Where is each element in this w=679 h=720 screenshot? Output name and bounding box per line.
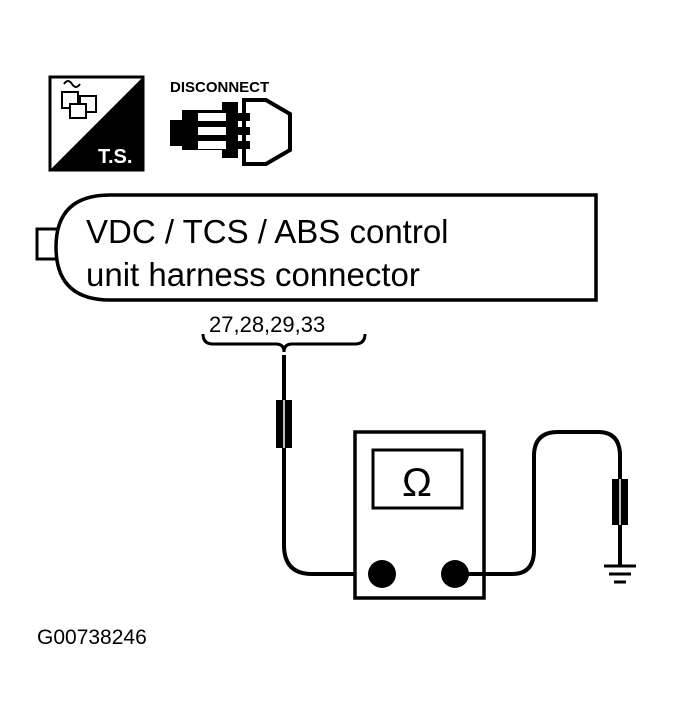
terminal-numbers: 27,28,29,33 xyxy=(209,312,325,337)
probe-lead-right xyxy=(455,430,622,576)
ground-probe-icon xyxy=(612,479,628,525)
harness-connector-shape xyxy=(35,193,598,302)
figure-id: G00738246 xyxy=(37,626,147,649)
ohmmeter-icon xyxy=(353,430,486,600)
ground-icon xyxy=(604,564,636,584)
disconnect-label: DISCONNECT xyxy=(170,79,269,96)
troubleshooting-icon: T.S. xyxy=(48,75,145,172)
terminal-brace xyxy=(201,333,367,353)
disconnect-connector-icon: DISCONNECT xyxy=(170,79,292,166)
ts-label: T.S. xyxy=(98,146,132,168)
ohm-symbol: Ω xyxy=(402,461,432,505)
probe-lead-left xyxy=(282,355,378,576)
probe-icon xyxy=(276,400,292,448)
connector-title-line1: VDC / TCS / ABS control xyxy=(86,213,449,250)
connector-title-line2: unit harness connector xyxy=(86,256,420,293)
